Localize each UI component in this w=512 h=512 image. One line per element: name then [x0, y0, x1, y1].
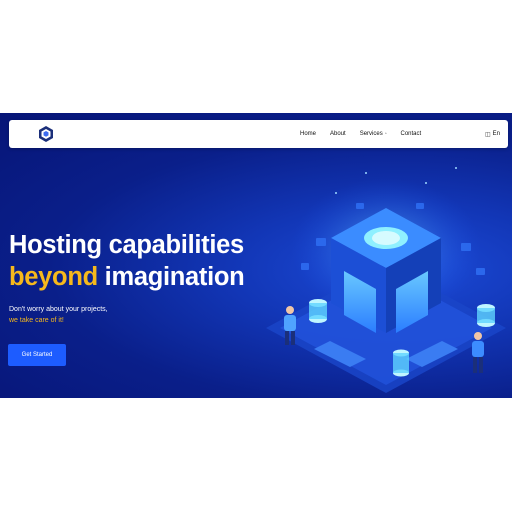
nav-services[interactable]: Services▫ [359, 131, 387, 137]
cube-logo-icon[interactable] [37, 125, 55, 143]
person-right [472, 332, 484, 373]
hero-title-line1: Hosting capabilities [9, 231, 244, 259]
main-nav: Home About Services▫ Contact [300, 120, 435, 148]
hero-subtitle-line1: Don't worry about your projects, [9, 306, 108, 313]
hero-subtitle-line2: we take care of it! [9, 317, 64, 324]
navbar: Home About Services▫ Contact ◫ En [9, 120, 508, 148]
globe-icon: ◫ [485, 131, 491, 138]
hero-title-rest: imagination [97, 263, 245, 291]
nav-about[interactable]: About [330, 131, 346, 137]
get-started-button[interactable]: Get Started [8, 344, 66, 366]
hero-title-line2: beyond imagination [9, 263, 245, 292]
person-left [284, 306, 296, 345]
chevron-down-icon: ▫ [384, 131, 387, 137]
hero-section: Home About Services▫ Contact ◫ En Hostin… [0, 113, 512, 398]
server-illustration [266, 167, 506, 393]
nav-home[interactable]: Home [300, 131, 317, 137]
language-label: En [492, 131, 501, 137]
language-selector[interactable]: ◫ En [485, 120, 500, 148]
hero-title-accent: beyond [9, 263, 98, 291]
nav-contact[interactable]: Contact [400, 131, 422, 137]
